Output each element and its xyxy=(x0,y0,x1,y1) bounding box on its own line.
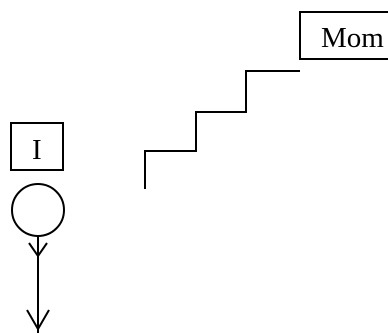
i-box-border xyxy=(10,122,64,171)
staircase-steps xyxy=(144,70,300,189)
mom-label: Mom xyxy=(321,22,384,54)
mom-box-border xyxy=(299,11,388,60)
down-arrow-head xyxy=(26,309,50,331)
staircase-icon xyxy=(144,70,300,189)
mom-label-box: Mom xyxy=(299,11,388,60)
person-chevron xyxy=(28,242,48,258)
person-head xyxy=(11,183,65,237)
i-label: I xyxy=(32,134,42,166)
down-arrow-icon xyxy=(26,309,50,331)
stick-figure-icon xyxy=(11,183,65,333)
i-label-box: I xyxy=(10,122,64,171)
